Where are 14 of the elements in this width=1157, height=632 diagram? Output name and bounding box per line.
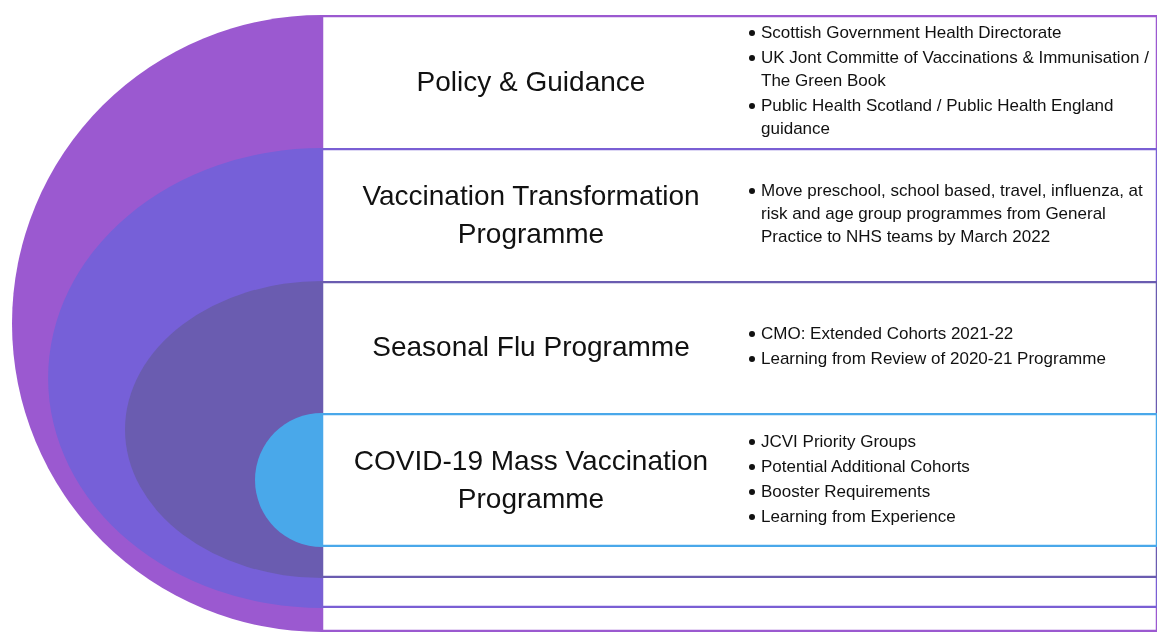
- bullet-text: CMO: Extended Cohorts 2021-22: [761, 323, 1014, 345]
- bullet-text: Move preschool, school based, travel, influenza, at risk and age group programmes from General Practice to NHS teams by March 2022: [761, 180, 1144, 248]
- band-heading: Policy & Guidance: [416, 64, 646, 99]
- bullet-text: Booster Requirements: [761, 481, 931, 503]
- bullet-text: Scottish Government Health Directorate: [761, 22, 1062, 44]
- band-heading: COVID-19 Mass Vaccination Programme: [352, 444, 710, 516]
- band-heading: Vaccination Transformation Programme: [361, 178, 701, 251]
- bullet-text: JCVI Priority Groups: [761, 431, 916, 453]
- band-heading: Seasonal Flu Programme: [372, 330, 690, 364]
- bullet-text: UK Jont Committe of Vaccinations & Immunisation / The Green Book: [761, 47, 1150, 92]
- bullet-text: Learning from Review of 2020-21 Programme: [761, 348, 1106, 370]
- bullet-text: Potential Additional Cohorts: [761, 456, 970, 478]
- bullet-text: Public Health Scotland / Public Health England guidance: [761, 95, 1115, 140]
- bullet-text: Learning from Experience: [761, 506, 956, 528]
